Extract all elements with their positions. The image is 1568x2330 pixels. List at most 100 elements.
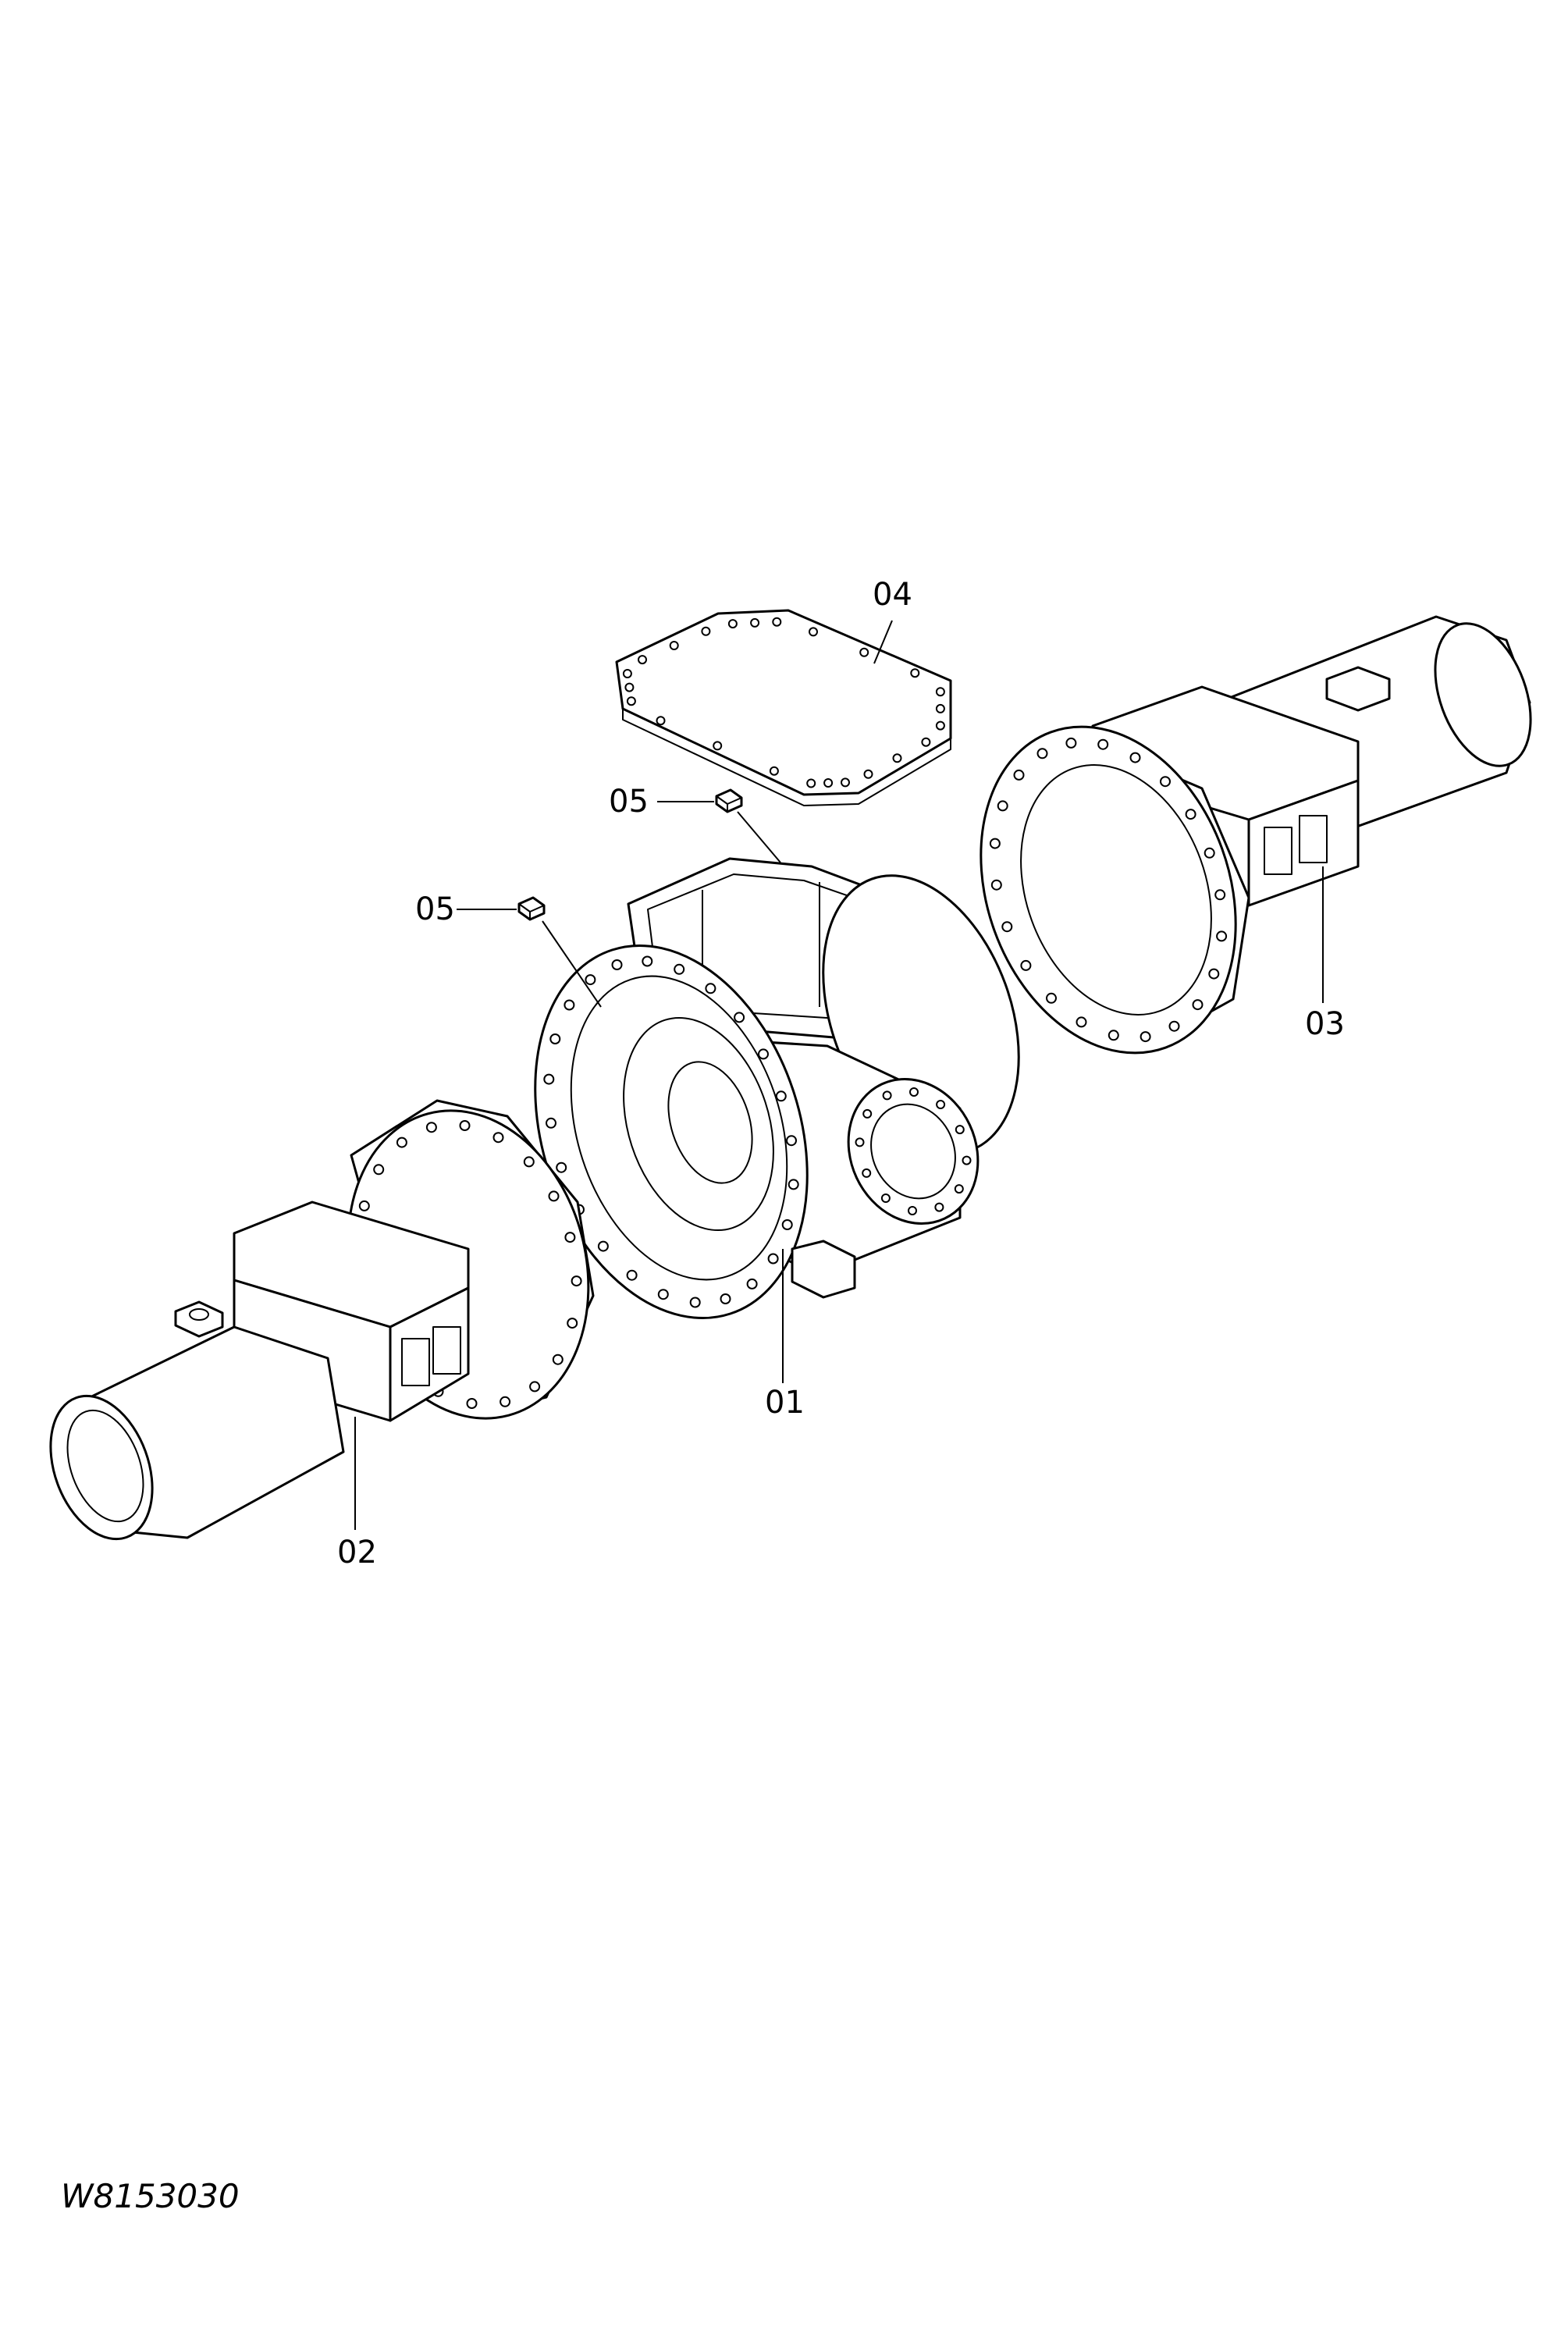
bolt-hole — [997, 800, 1008, 812]
bolt-hole — [358, 1200, 370, 1211]
bolt-hole — [1076, 1016, 1087, 1028]
bolt-hole — [689, 1297, 701, 1308]
bolt-hole — [862, 1108, 873, 1119]
callout-label-04: 04 — [873, 577, 912, 613]
bolt-hole — [880, 1193, 891, 1203]
bolt-hole — [750, 617, 760, 628]
bolt-hole — [373, 1164, 385, 1176]
bolt-hole — [720, 1293, 731, 1304]
bolt-hole — [1013, 769, 1025, 781]
bolt-hole — [863, 769, 873, 779]
bolt-hole — [546, 1117, 556, 1129]
bolt-hole — [564, 1232, 576, 1243]
bolt-hole — [862, 1168, 872, 1178]
bolt-hole — [841, 777, 850, 788]
bolt-hole — [1192, 999, 1204, 1011]
bolt-hole — [597, 1240, 609, 1252]
bolt-hole — [549, 1033, 561, 1044]
bolt-hole — [781, 1219, 793, 1230]
bolt-hole — [788, 1179, 799, 1190]
center-housing-part — [534, 857, 1020, 1320]
bolt-hole — [936, 1100, 946, 1109]
bolt-hole — [571, 1275, 582, 1287]
bolt-hole — [1097, 738, 1109, 750]
bolt-hole — [611, 959, 623, 970]
bolt-hole — [746, 1278, 758, 1290]
bolt-hole — [624, 682, 635, 692]
bolt-hole — [396, 1137, 407, 1148]
cover-plate-part — [615, 609, 952, 806]
callout-label-05-lower: 05 — [415, 891, 455, 927]
leader-lines — [354, 620, 1324, 1530]
bolt-hole — [492, 1132, 504, 1144]
bolt-hole — [1001, 921, 1013, 933]
bolt-hole — [657, 1289, 669, 1300]
bolt-hole — [908, 1206, 917, 1215]
bolt-hole — [935, 720, 945, 731]
bolt-hole — [1020, 959, 1032, 971]
bolt-hole — [909, 1087, 919, 1097]
bolt-hole — [935, 687, 945, 697]
bolt-hole — [585, 974, 596, 986]
bolt-hole — [500, 1396, 511, 1407]
bolt-hole — [775, 1090, 787, 1102]
bolt-hole — [1168, 1020, 1180, 1032]
bolt-hole — [567, 1318, 578, 1329]
bolt-hole — [882, 1090, 892, 1101]
bolt-hole — [767, 1253, 779, 1265]
pin-part-upper — [715, 788, 743, 813]
bolt-hole — [910, 668, 920, 678]
bolt-hole — [626, 696, 636, 706]
figure-reference-code: W8153030 — [61, 2177, 240, 2215]
bolt-hole — [1108, 1030, 1119, 1041]
bolt-hole — [638, 655, 647, 665]
bolt-hole — [921, 737, 931, 747]
bolt-hole — [642, 955, 653, 967]
bolt-hole — [1036, 748, 1048, 759]
bolt-hole — [1140, 1031, 1151, 1043]
bolt-hole — [705, 983, 716, 994]
bolt-hole — [552, 1354, 564, 1365]
bolt-hole — [674, 963, 685, 975]
callout-label-03: 03 — [1305, 1006, 1345, 1042]
bolt-hole — [823, 778, 834, 788]
bolt-hole — [809, 627, 818, 637]
bolt-hole — [786, 1135, 797, 1147]
bolt-hole — [556, 1161, 567, 1173]
bolt-hole — [855, 1137, 865, 1147]
bolt-hole — [1160, 776, 1171, 788]
bolt-hole — [758, 1048, 769, 1060]
right-axle-housing-part — [980, 615, 1532, 1055]
bolt-hole — [656, 716, 666, 726]
bolt-hole — [1204, 847, 1215, 859]
bolt-hole — [425, 1122, 437, 1133]
bolt-hole — [935, 703, 945, 713]
bolt-hole — [769, 766, 779, 776]
bolt-hole — [892, 753, 902, 763]
bolt-hole — [990, 879, 1002, 891]
bolt-hole — [734, 1012, 745, 1023]
bolt-hole — [962, 1155, 972, 1165]
bolt-hole — [622, 669, 632, 678]
bolt-hole — [548, 1190, 560, 1202]
callout-label-01: 01 — [765, 1385, 805, 1421]
bolt-hole — [1129, 752, 1141, 763]
bolt-hole — [1216, 930, 1228, 942]
bolt-hole — [543, 1073, 555, 1085]
bolt-hole — [1185, 809, 1196, 820]
bolt-hole — [806, 778, 816, 788]
bolt-hole — [1214, 889, 1226, 901]
bolt-hole — [701, 626, 711, 636]
callout-label-02: 02 — [337, 1535, 377, 1571]
bolt-hole — [529, 1381, 541, 1393]
bolt-hole — [955, 1125, 965, 1135]
bolt-hole — [564, 999, 575, 1011]
bolt-hole — [459, 1120, 471, 1131]
bolt-hole — [989, 838, 1001, 849]
bolt-hole — [626, 1269, 638, 1281]
bolt-hole — [1065, 737, 1077, 749]
bolt-hole — [669, 641, 679, 650]
bolt-hole — [1046, 992, 1057, 1004]
bolt-hole — [713, 741, 723, 751]
